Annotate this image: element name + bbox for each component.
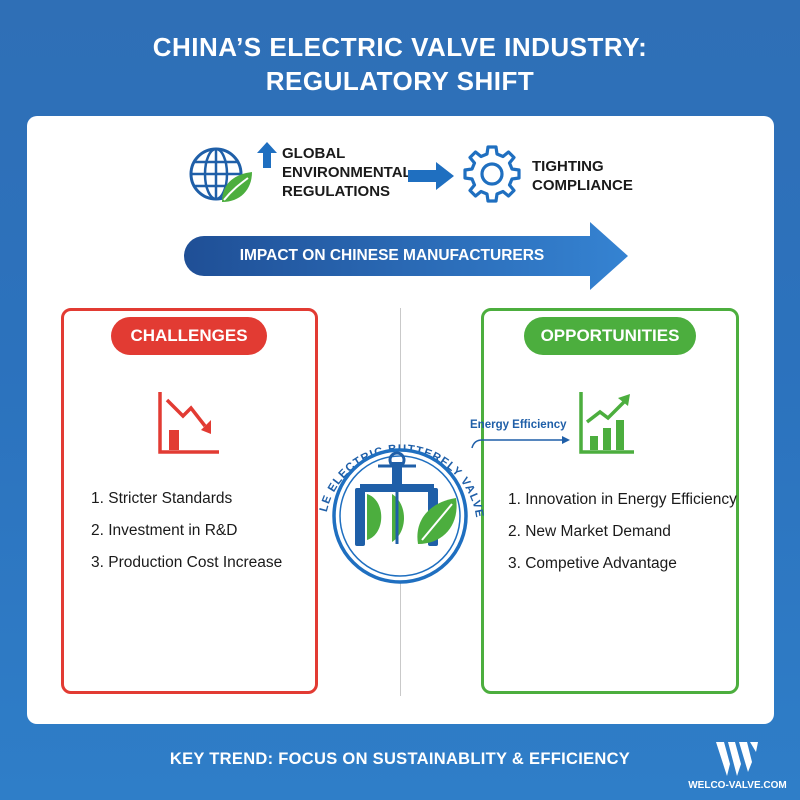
- chart-down-icon: [158, 392, 219, 454]
- global-regulations-label: GLOBAL ENVIRONMENTAL REGULATIONS: [282, 144, 422, 201]
- welco-logo-icon: [716, 742, 758, 776]
- opportunity-item: 2. New Market Demand: [508, 523, 671, 540]
- banner-arrow-shape: [184, 222, 628, 290]
- global-line-3: REGULATIONS: [282, 183, 391, 200]
- challenge-item: 3. Production Cost Increase: [91, 554, 283, 571]
- title-line-1: CHINA’S ELECTRIC VALVE INDUSTRY:: [152, 32, 648, 62]
- global-line-1: GLOBAL: [282, 145, 346, 162]
- challenges-heading: CHALLENGES: [111, 317, 267, 355]
- page-title: CHINA’S ELECTRIC VALVE INDUSTRY: REGULAT…: [0, 30, 800, 98]
- global-line-2: ENVIRONMENTAL: [282, 164, 412, 181]
- key-trend-text: KEY TREND: FOCUS ON SUSTAINABLITY & EFFI…: [169, 750, 631, 768]
- challenges-panel: [61, 308, 318, 694]
- opportunities-heading: OPPORTUNITIES: [524, 317, 696, 355]
- challenges-list: 1. Stricter Standards 2. Investment in R…: [91, 488, 282, 584]
- globe-leaf-icon: [189, 147, 252, 202]
- opportunities-list: 1. Innovation in Energy Efficiency 2. Ne…: [508, 489, 737, 585]
- arrow-up-icon: [257, 142, 277, 168]
- tight-line-2: COMPLIANCE: [532, 177, 633, 194]
- arrow-right-icon: [408, 162, 454, 190]
- butterfly-valve-icon: WHOLESALE ELECTRIC BUTTERFLY VALVE MARKE…: [300, 398, 484, 584]
- impact-banner-label: IMPACT ON CHINESE MANUFACTURERS: [239, 247, 545, 264]
- opportunities-panel: [481, 308, 739, 694]
- tightening-compliance-label: TIGHTING COMPLIANCE: [532, 157, 672, 195]
- chart-up-icon: [579, 392, 634, 454]
- gear-icon: [463, 145, 521, 203]
- energy-efficiency-connector: [471, 436, 570, 449]
- energy-efficiency-label: Energy Efficiency: [470, 419, 567, 431]
- impact-banner: IMPACT ON CHINESE MANUFACTURERS: [182, 222, 628, 290]
- opportunity-item: 1. Innovation in Energy Efficiency: [508, 491, 737, 508]
- tight-line-1: TIGHTING: [532, 158, 604, 175]
- challenge-item: 1. Stricter Standards: [91, 490, 233, 507]
- challenge-item: 2. Investment in R&D: [91, 522, 238, 539]
- title-line-2: REGULATORY SHIFT: [265, 66, 535, 96]
- brand-url: WELCO-VALVE.COM: [688, 780, 787, 791]
- opportunity-item: 3. Competive Advantage: [508, 555, 677, 572]
